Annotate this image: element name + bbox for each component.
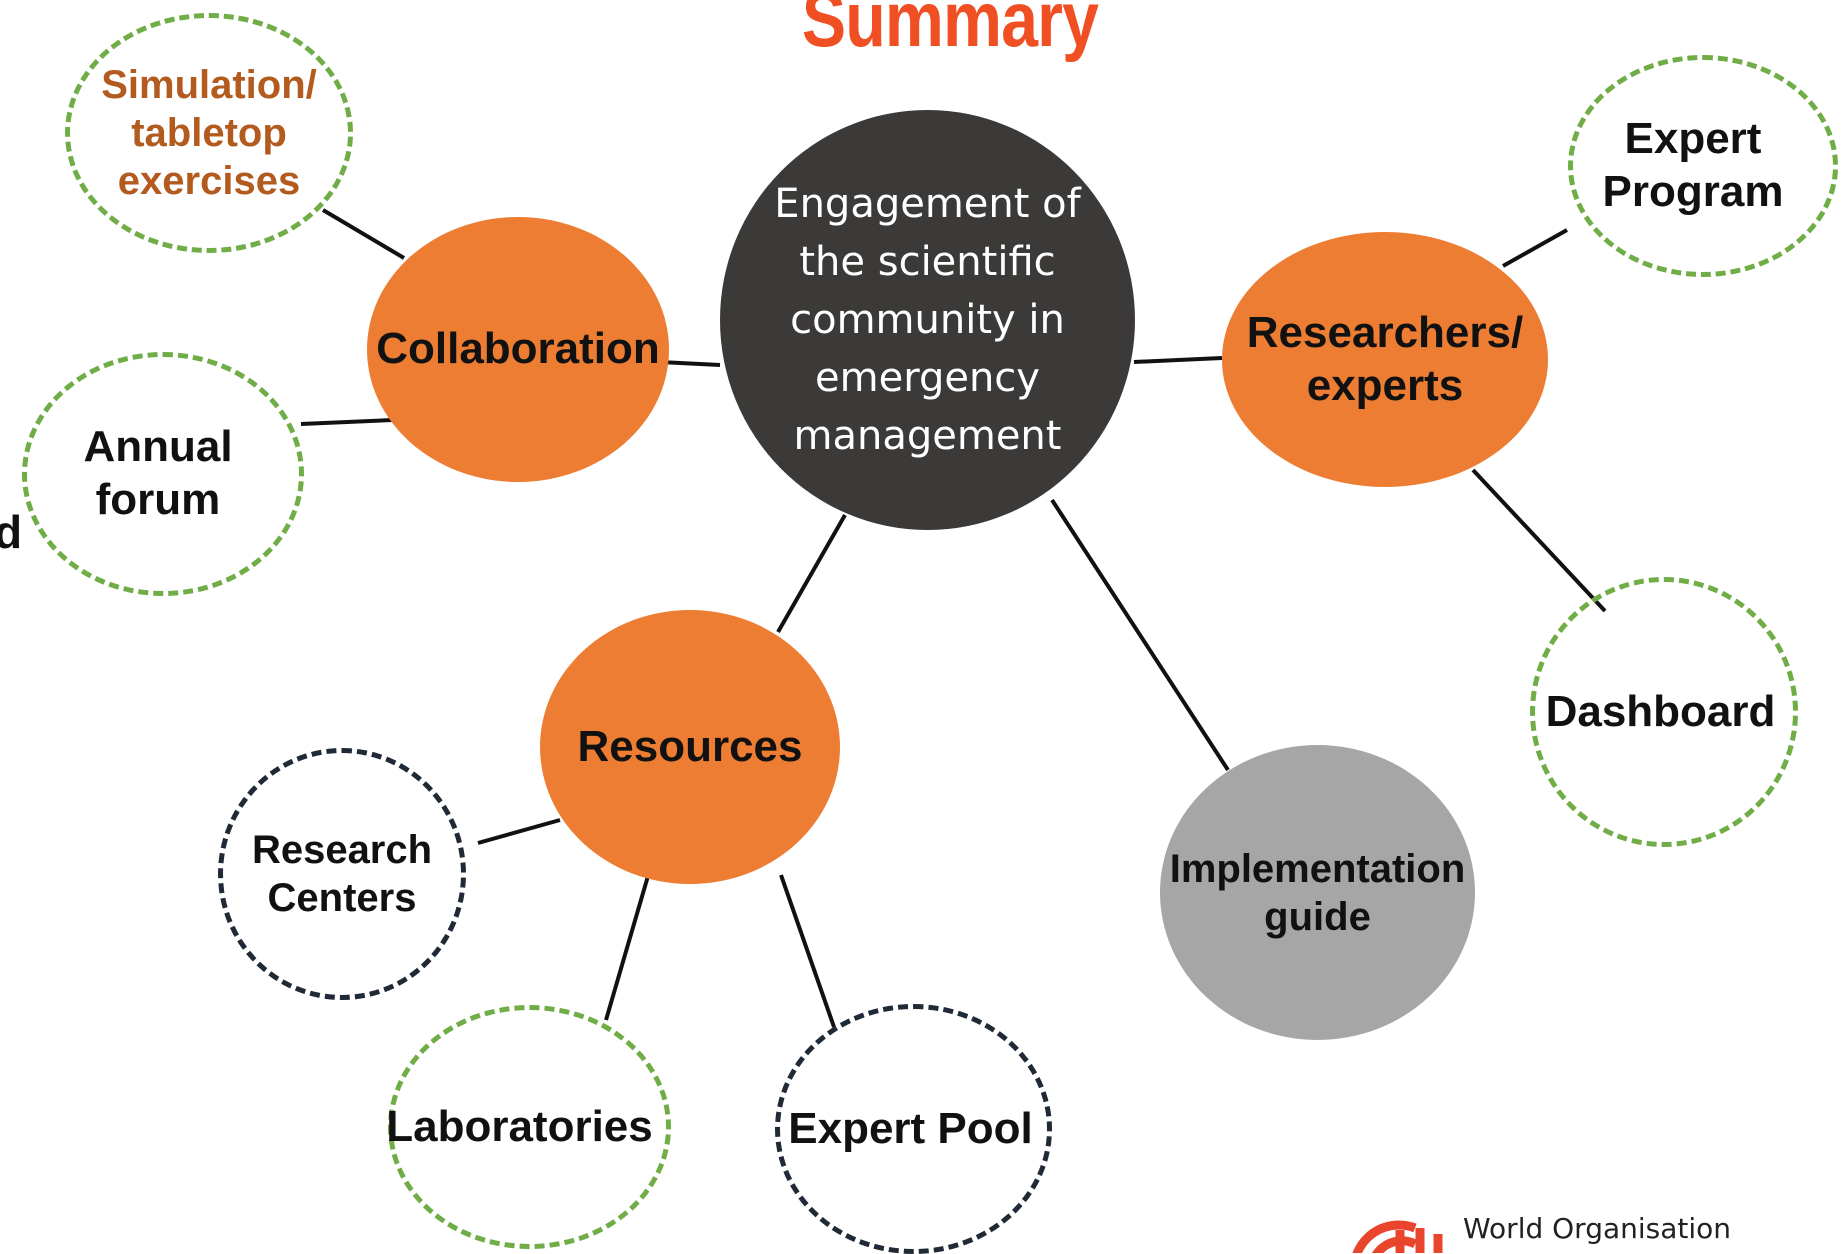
hub-collaboration: Collaboration (367, 217, 669, 482)
organisation-logo: World Organisation (1345, 1200, 1843, 1253)
leaf-research-centers: Research Centers (218, 748, 466, 1000)
connector-resources-research-centers (477, 818, 561, 845)
connector-collaboration-forum (300, 418, 393, 426)
center-node-label: Engagement of the scientific community i… (774, 181, 1081, 459)
leaf-expert-pool-label: Expert Pool (788, 1103, 1033, 1153)
leaf-dashboard: Dashboard (1530, 577, 1798, 847)
center-node: Engagement of the scientific community i… (720, 110, 1135, 530)
leaf-annual-forum: Annual forum (22, 352, 304, 596)
connector-researchers-expert-program (1502, 228, 1568, 268)
hub-collaboration-label: Collaboration (376, 324, 660, 374)
connector-center-collaboration (659, 360, 721, 367)
hub-researchers-experts-label: Researchers/ experts (1246, 307, 1524, 410)
connector-center-implementation (1050, 498, 1230, 772)
connector-center-resources (776, 514, 847, 633)
leaf-laboratories-label: Laboratories (386, 1101, 653, 1151)
hub-resources: Resources (540, 610, 840, 884)
leaf-expert-program: Expert Program (1568, 55, 1838, 277)
hub-implementation-guide-label: Implementation guide (1169, 846, 1466, 939)
leaf-expert-program-label: Expert Program (1602, 114, 1784, 216)
connector-resources-laboratories (604, 875, 650, 1021)
leaf-dashboard-label: Dashboard (1545, 686, 1776, 736)
leaf-annual-forum-label: Annual forum (83, 422, 233, 524)
hub-researchers-experts: Researchers/ experts (1222, 232, 1548, 487)
cut-off-text: d (0, 506, 23, 558)
leaf-simulation-tabletop: Simulation/ tabletop exercises (65, 13, 353, 253)
leaf-expert-pool: Expert Pool (775, 1004, 1052, 1254)
connector-resources-expert-pool (779, 874, 836, 1028)
leaf-laboratories: Laboratories (386, 1005, 671, 1249)
connector-collaboration-simulation (321, 208, 406, 260)
page-title: Summary (801, 0, 1099, 63)
hub-implementation-guide: Implementation guide (1160, 745, 1475, 1040)
logo-text: World Organisation (1463, 1212, 1732, 1245)
hub-resources-label: Resources (577, 721, 803, 771)
connector-center-researchers (1133, 356, 1223, 364)
leaf-simulation-tabletop-label: Simulation/ tabletop exercises (101, 63, 317, 203)
leaf-research-centers-label: Research Centers (251, 828, 433, 920)
connector-researchers-dashboard (1471, 468, 1607, 613)
logo-emblem-icon (1352, 1220, 1443, 1253)
